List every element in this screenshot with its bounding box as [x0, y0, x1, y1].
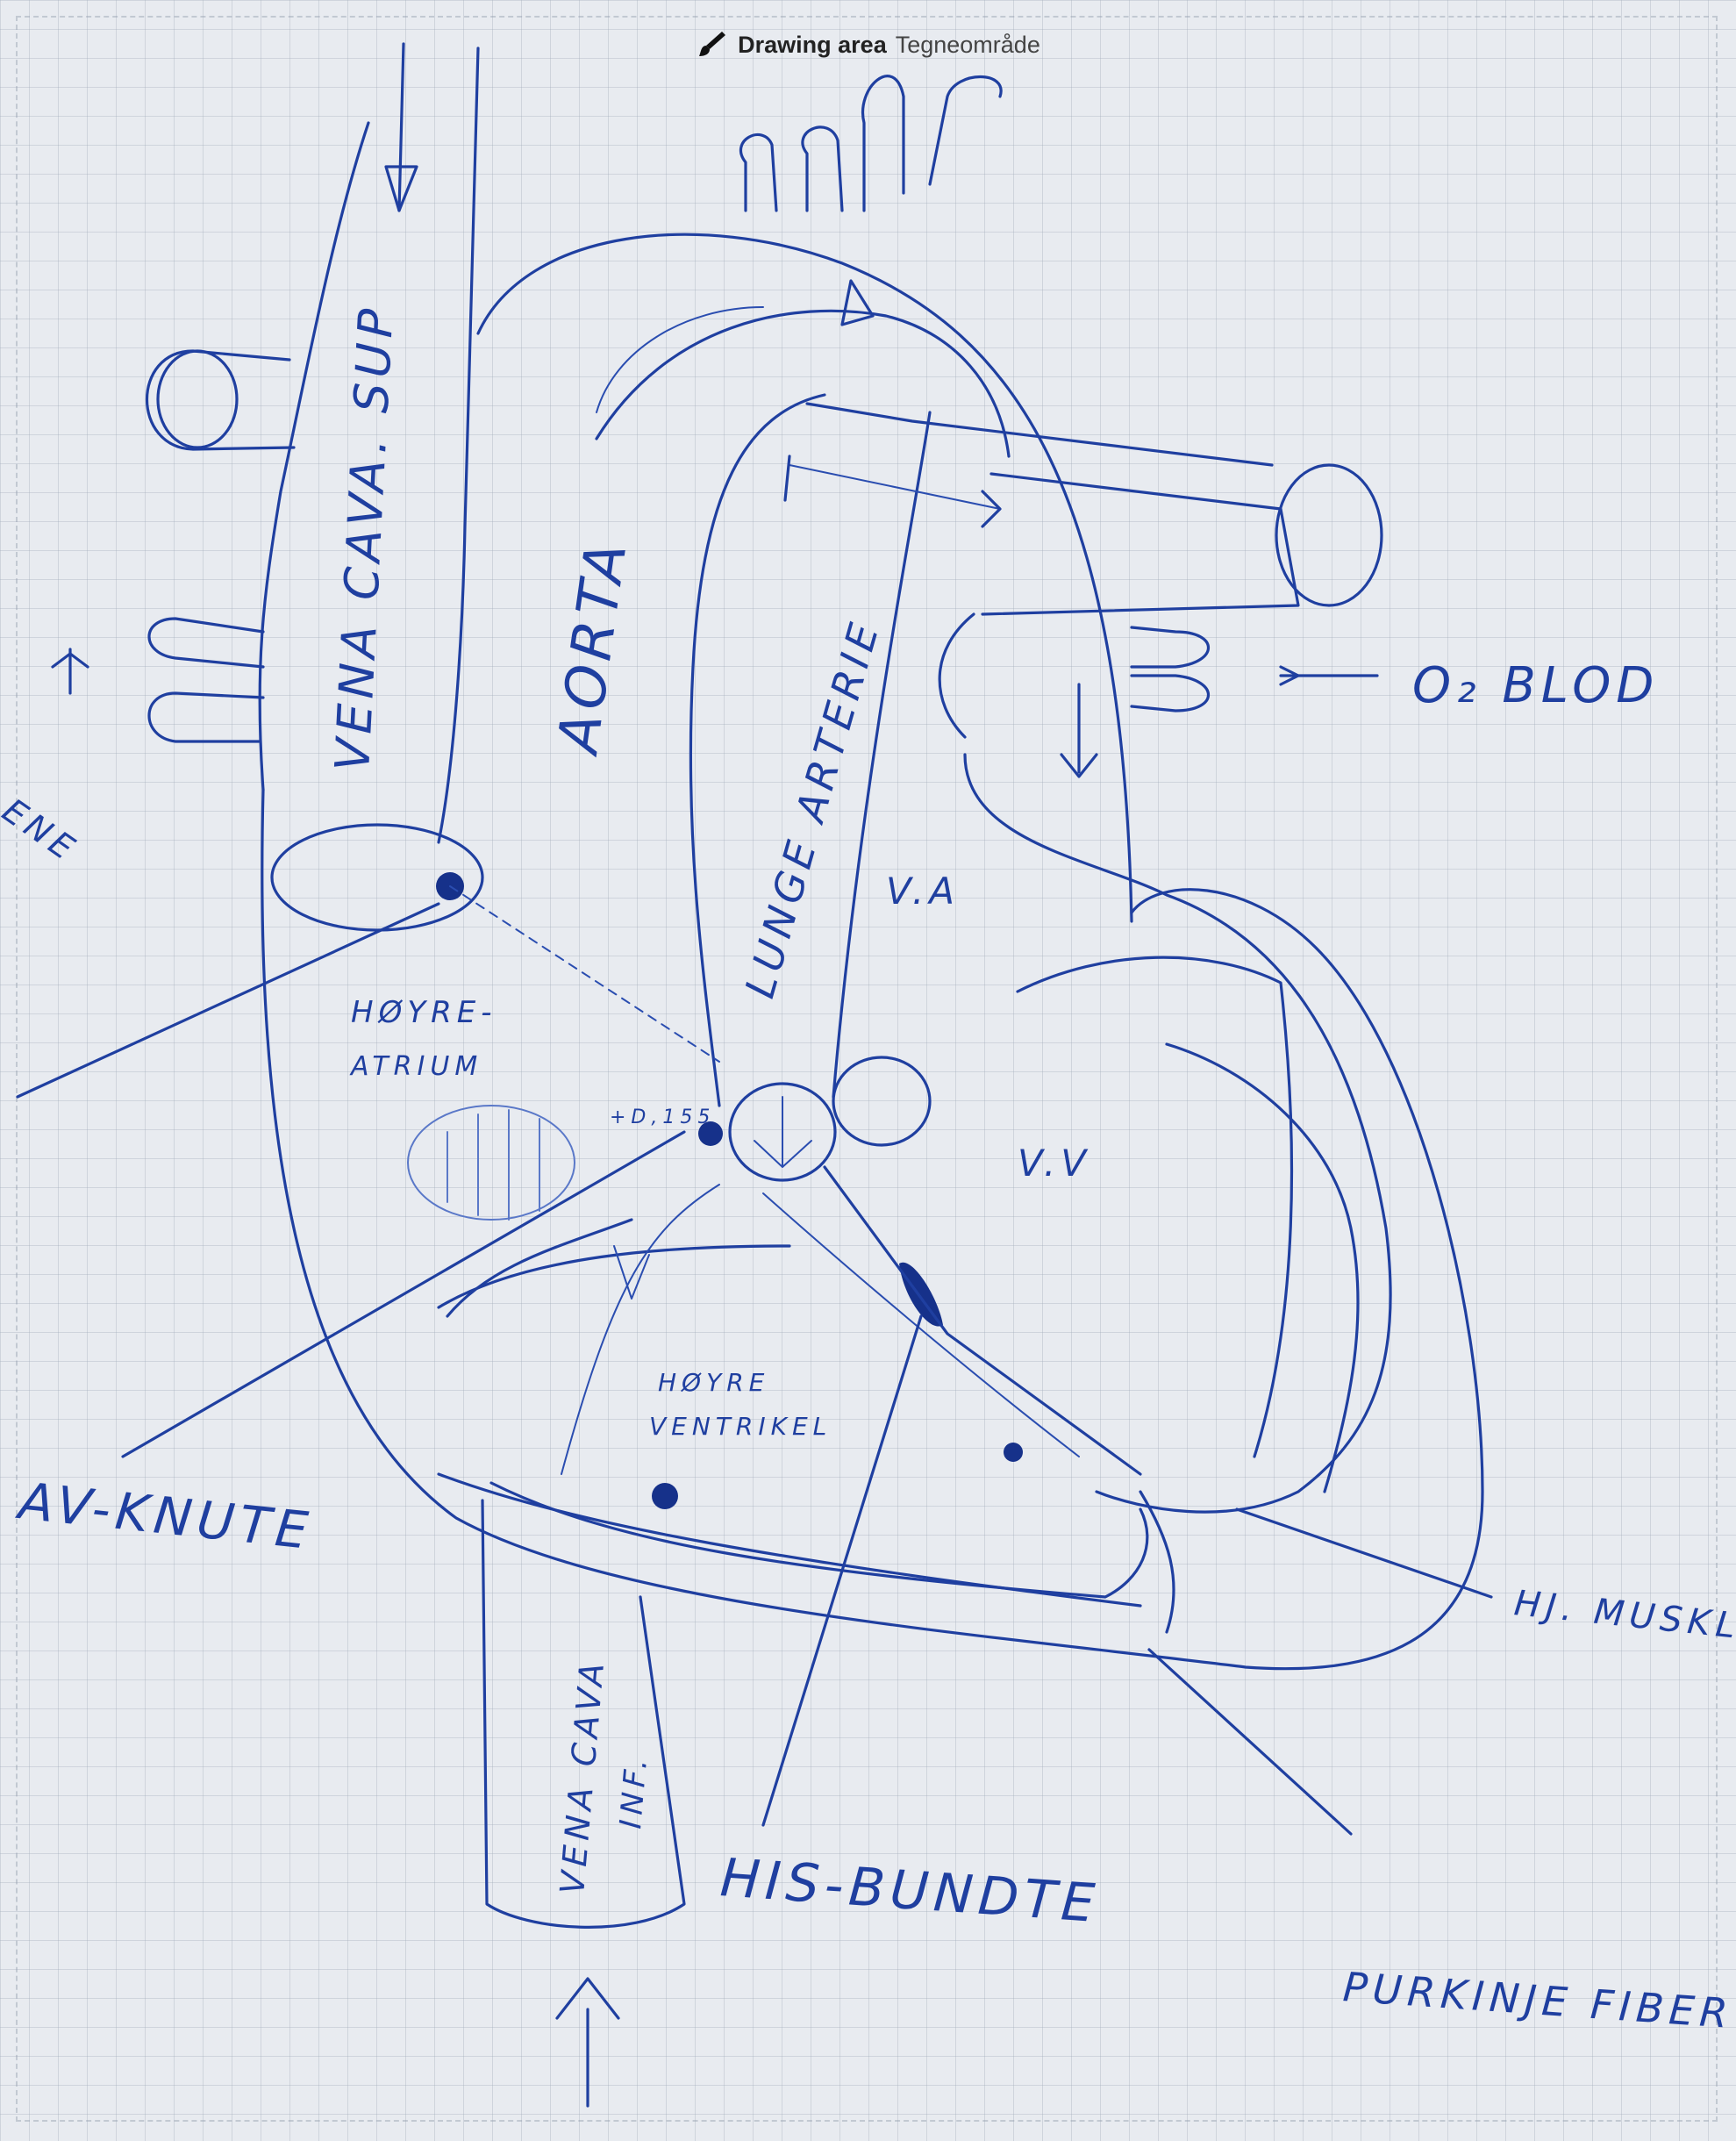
label-hoyre-atrium-line1: HØYRE-	[351, 995, 497, 1030]
label-his-bundte: HIS-BUNDTE	[718, 1847, 1102, 1935]
pulmonary-artery-shape	[690, 395, 1382, 1106]
label-vena-cava-inferior-line1: VENA CAVA	[553, 1656, 611, 1895]
label-vena-cava-superior: VENA CAVA. SUP	[325, 303, 404, 773]
valves-and-conduction	[408, 872, 1358, 1632]
label-o2-blod: O₂ BLOD	[1412, 657, 1659, 714]
label-hj-muskel: HJ. MUSKLA	[1512, 1583, 1736, 1650]
label-hoyre-atrium-line2: ATRIUM	[349, 1051, 482, 1082]
label-aorta: AORTA	[546, 534, 640, 760]
label-va: V.A	[886, 870, 960, 913]
label-hoyre-ventrikel-line1: HØYRE	[658, 1368, 769, 1397]
label-hoyre-ventrikel-line2: VENTRIKEL	[649, 1412, 832, 1441]
label-vena-cava-inferior-line2: INF.	[613, 1752, 654, 1830]
label-purkinje-fiber: PURKINJE FIBER	[1341, 1963, 1734, 2037]
vena-cava-superior-shape	[147, 44, 483, 930]
label-sinus: +D,155	[610, 1106, 715, 1128]
label-av-knute: AV-KNUTE	[13, 1471, 317, 1561]
pointer-lines	[18, 649, 1491, 1834]
label-vene-fragment: ENE	[0, 791, 85, 870]
label-vv: V.V	[1018, 1142, 1091, 1185]
